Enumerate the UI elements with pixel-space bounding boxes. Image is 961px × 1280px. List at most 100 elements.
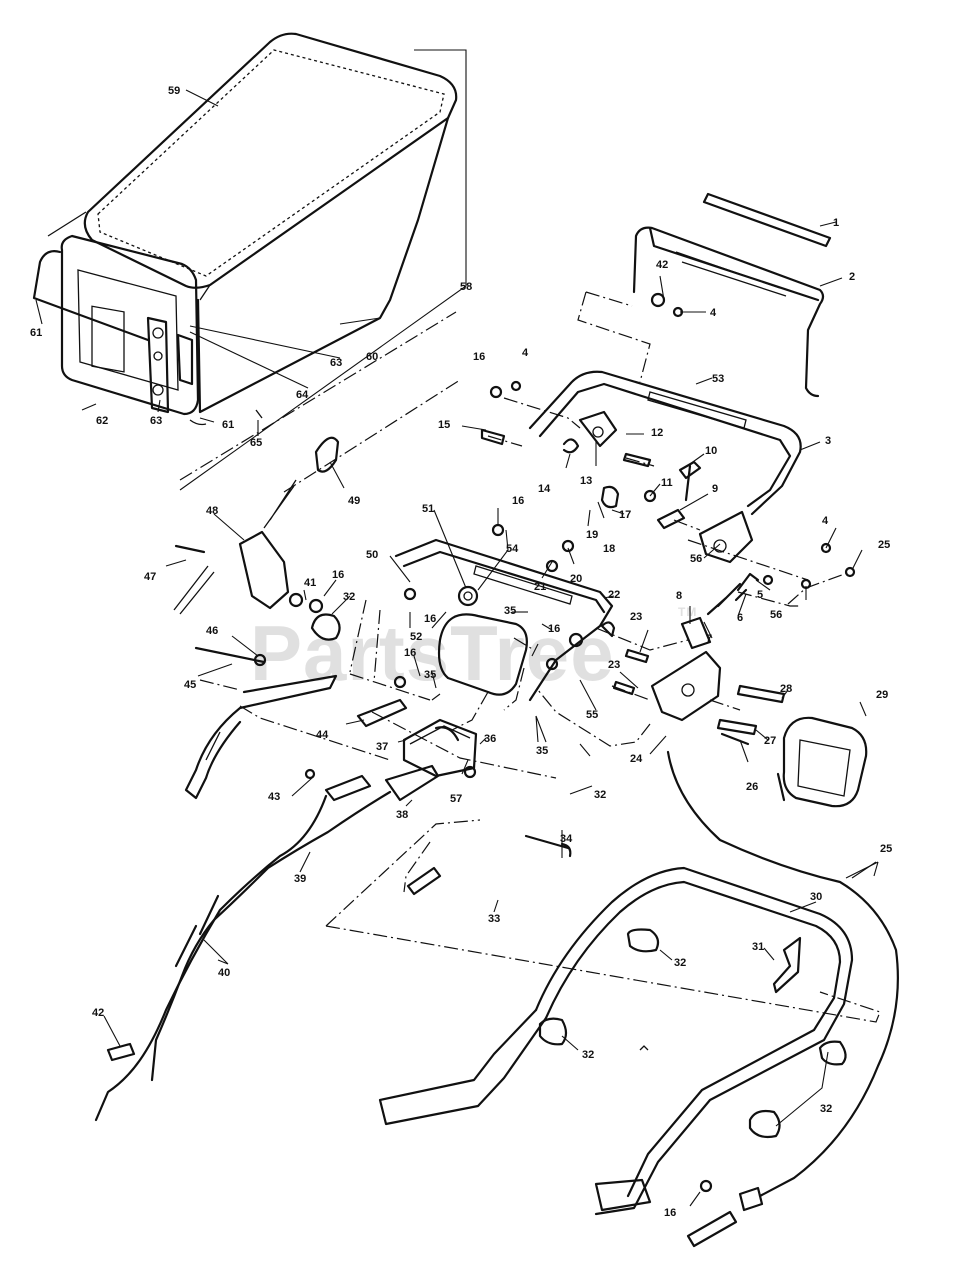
cable-40: [174, 894, 220, 968]
callout-48: 48: [206, 505, 218, 517]
callout-59: 59: [168, 85, 180, 97]
callout-18: 18: [603, 543, 615, 555]
clamp-32d: [818, 1040, 847, 1066]
callout-45: 45: [184, 679, 196, 691]
callout-24: 24: [630, 753, 643, 765]
handle-30: [534, 866, 854, 1216]
callout-61-b: 61: [222, 419, 234, 431]
callout-47: 47: [144, 571, 156, 583]
callout-32-c: 32: [674, 957, 686, 969]
callout-30: 30: [810, 891, 822, 903]
callout-42-a: 42: [656, 259, 668, 271]
lever-2: [632, 226, 825, 398]
clamp-32b: [626, 928, 660, 953]
callout-53: 53: [712, 373, 724, 385]
callout-25-b: 25: [880, 843, 892, 855]
callout-4-b: 4: [522, 347, 529, 359]
callout-6: 6: [737, 612, 743, 624]
callout-16-c: 16: [332, 569, 344, 581]
bracket-48: [238, 530, 290, 610]
callout-50: 50: [366, 549, 378, 561]
callout-38: 38: [396, 809, 408, 821]
callout-23-b: 23: [608, 659, 620, 671]
bracket-31: [772, 936, 802, 994]
air-cleaner-29: [782, 716, 868, 808]
callout-58: 58: [460, 281, 472, 293]
callout-44: 44: [316, 729, 329, 741]
callout-4-a: 4: [710, 307, 717, 319]
frame-rod: [32, 250, 150, 342]
callout-22: 22: [608, 589, 620, 601]
callout-16-b: 16: [512, 495, 524, 507]
callout-8: 8: [676, 590, 682, 602]
callout-5: 5: [757, 589, 763, 601]
cover-52: [437, 613, 528, 696]
callout-57: 57: [450, 793, 462, 805]
callout-52: 52: [410, 631, 422, 643]
callout-65: 65: [250, 437, 262, 449]
callout-16-g: 16: [664, 1207, 676, 1219]
bracket-24: [650, 650, 722, 722]
callout-32-a: 32: [343, 591, 355, 603]
callout-27: 27: [764, 735, 776, 747]
callout-32-d: 32: [582, 1049, 594, 1061]
callout-64: 64: [296, 389, 309, 401]
callout-20: 20: [570, 573, 582, 585]
callout-16-e: 16: [404, 647, 416, 659]
watermark: PartsTree TM: [250, 605, 697, 697]
handle-frame-3: [528, 370, 802, 516]
lower-handle-assembly: [378, 834, 854, 1248]
callout-15: 15: [438, 419, 450, 431]
plate-53: [647, 391, 747, 429]
callout-32-e: 32: [820, 1103, 832, 1115]
callout-36: 36: [484, 733, 496, 745]
callout-7: 7: [706, 633, 712, 645]
clamp-32e: [748, 1109, 781, 1139]
bracket-37: [402, 718, 478, 778]
callout-3: 3: [825, 435, 831, 447]
callout-63-b: 63: [150, 415, 162, 427]
cable-25: [666, 750, 899, 1198]
grass-bag-top: [83, 32, 458, 289]
callout-51: 51: [422, 503, 434, 515]
callout-35-b: 35: [424, 669, 436, 681]
clamp-32c: [538, 1017, 568, 1046]
callout-33: 33: [488, 913, 500, 925]
callout-60: 60: [366, 351, 378, 363]
callout-46: 46: [206, 625, 218, 637]
callout-25-a: 25: [878, 539, 890, 551]
grass-bag-body: [196, 116, 450, 414]
callout-14: 14: [538, 483, 551, 495]
grass-bag-assembly: [32, 32, 458, 426]
callout-16-d: 16: [424, 613, 436, 625]
left-hardware: [173, 436, 460, 802]
callout-10: 10: [705, 445, 717, 457]
callout-56-a: 56: [690, 553, 702, 565]
nut-42: [650, 292, 666, 308]
control-lever-assembly: [480, 192, 856, 602]
callout-41: 41: [304, 577, 316, 589]
cables: [94, 750, 899, 1198]
callout-55: 55: [586, 709, 598, 721]
callout-42-b: 42: [92, 1007, 104, 1019]
handle-lower-left: [184, 674, 338, 800]
bracket-56: [698, 510, 754, 564]
callout-1: 1: [833, 217, 839, 229]
callout-2: 2: [849, 271, 855, 283]
watermark-trademark: TM: [678, 605, 697, 619]
knob-51: [457, 585, 479, 607]
callout-35-c: 35: [536, 745, 548, 757]
callout-16-f: 16: [548, 623, 560, 635]
callout-13: 13: [580, 475, 592, 487]
clamp-32a: [310, 613, 341, 641]
plate-54: [473, 565, 573, 605]
bag-bracket: [146, 316, 170, 414]
callout-26: 26: [746, 781, 758, 793]
callout-63-a: 63: [330, 357, 342, 369]
grip-1: [702, 192, 832, 248]
callout-17: 17: [619, 509, 631, 521]
callout-54: 54: [506, 543, 519, 555]
callout-9: 9: [712, 483, 718, 495]
control-housing: [356, 523, 868, 808]
